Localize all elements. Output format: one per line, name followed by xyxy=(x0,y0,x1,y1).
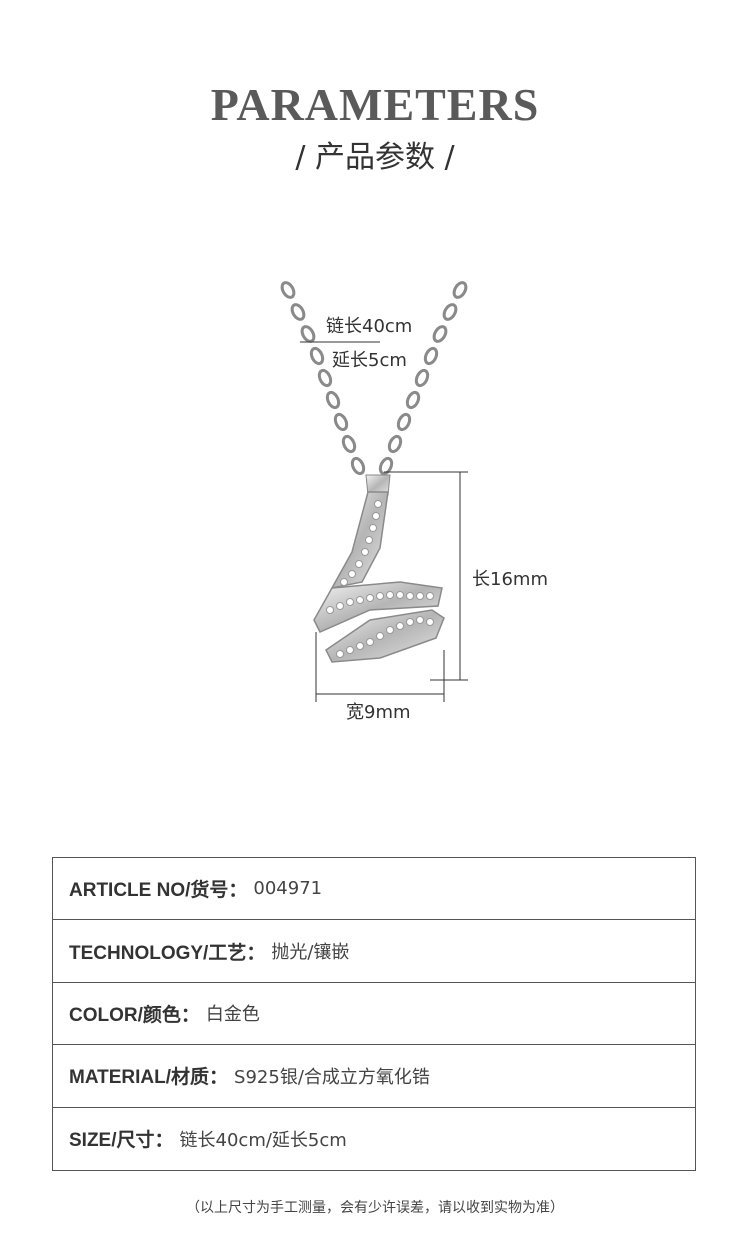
height-label: 长16mm xyxy=(472,569,548,590)
param-value: 抛光/镶嵌 xyxy=(271,942,350,964)
product-image: 链长40cm 延长5cm 长16mm 宽9mm xyxy=(270,270,570,740)
necklace-illustration xyxy=(280,281,468,702)
param-value: S925银/合成立方氧化锆 xyxy=(234,1066,430,1088)
param-row-material: MATERIAL/材质： S925银/合成立方氧化锆 xyxy=(53,1045,695,1108)
width-label: 宽9mm xyxy=(346,702,411,723)
parameters-table: ARTICLE NO/货号： 004971 TECHNOLOGY/工艺： 抛光/… xyxy=(52,857,696,1171)
param-value: 白金色 xyxy=(205,1004,260,1026)
extension-label: 延长5cm xyxy=(332,350,407,371)
chain-length-label: 链长40cm xyxy=(326,316,413,337)
param-row-technology: TECHNOLOGY/工艺： 抛光/镶嵌 xyxy=(53,920,695,983)
dimension-lines xyxy=(300,341,468,702)
page-subtitle: / 产品参数 / xyxy=(295,140,455,175)
param-key: TECHNOLOGY/工艺： xyxy=(69,942,266,964)
param-row-article: ARTICLE NO/货号： 004971 xyxy=(53,858,695,921)
param-key: MATERIAL/材质： xyxy=(69,1067,229,1089)
param-value: 004971 xyxy=(253,878,323,900)
param-key: ARTICLE NO/货号： xyxy=(69,880,248,902)
param-key: COLOR/颜色： xyxy=(69,1004,200,1026)
pendant-stones xyxy=(326,500,434,658)
param-key: SIZE/尺寸： xyxy=(69,1130,174,1152)
chain-right xyxy=(378,281,468,476)
measurement-note: （以上尺寸为手工测量，会有少许误差，请以收到实物为准） xyxy=(186,1200,564,1216)
param-value: 链长40cm/延长5cm xyxy=(179,1129,347,1151)
param-row-size: SIZE/尺寸： 链长40cm/延长5cm xyxy=(53,1108,695,1170)
chain-left xyxy=(280,281,366,476)
page-title: PARAMETERS xyxy=(210,79,540,130)
pendant-bottom xyxy=(325,609,445,663)
param-row-color: COLOR/颜色： 白金色 xyxy=(53,983,695,1046)
